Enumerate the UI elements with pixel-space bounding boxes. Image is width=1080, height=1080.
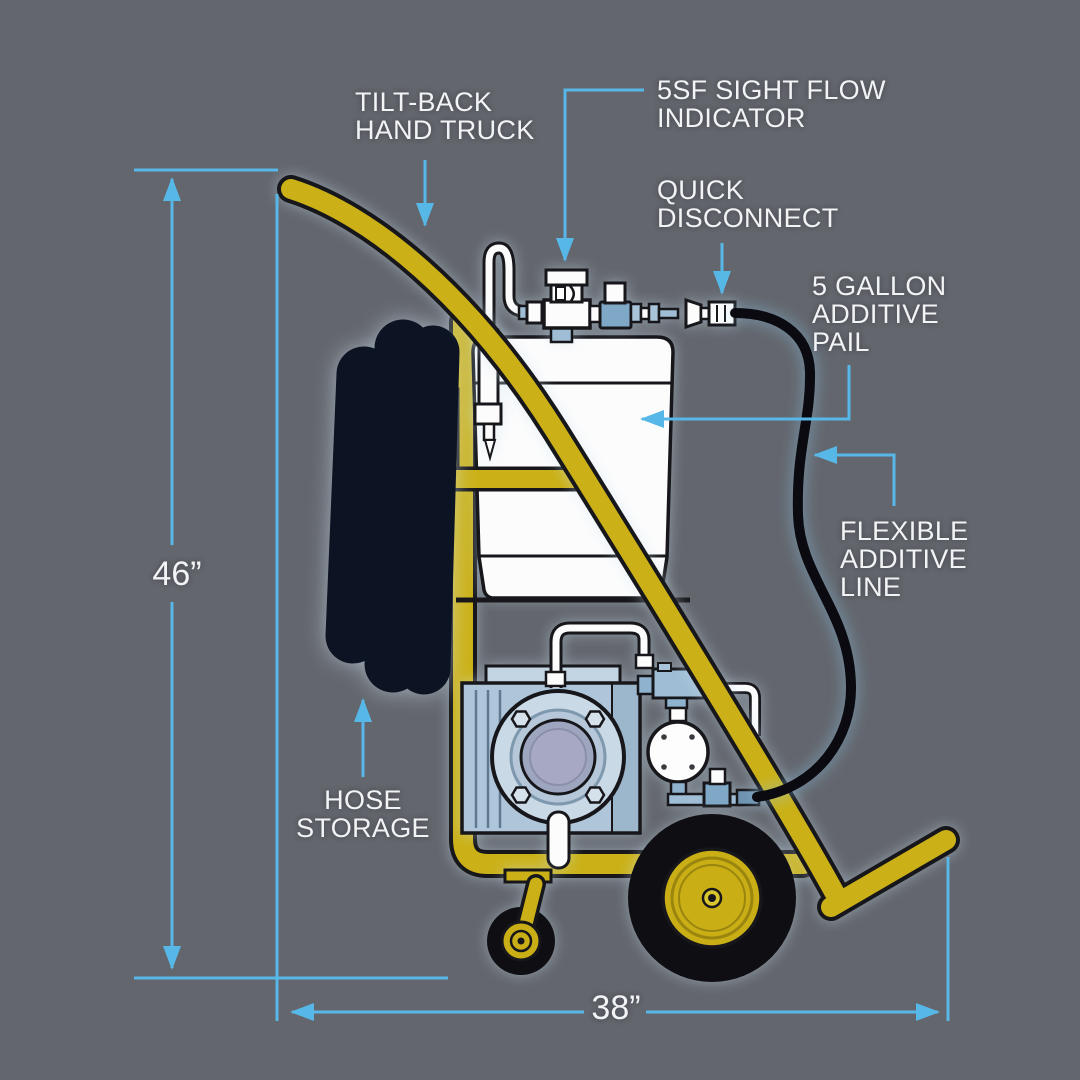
axle-dot [708, 894, 716, 902]
additive-pail-arrow [640, 365, 851, 428]
flexible-additive-hose [730, 308, 857, 802]
diaphragm-bolt [689, 734, 695, 740]
label-line: TILT-BACK [355, 87, 493, 117]
label-line: HOSE [324, 785, 402, 815]
drain-bowl [546, 810, 571, 870]
label-line: DISCONNECT [657, 203, 839, 233]
diaphragm-bolt [689, 764, 695, 770]
label-line: STORAGE [296, 813, 430, 843]
pipe-union [544, 670, 567, 688]
label-line: INDICATOR [657, 103, 806, 133]
sight-flow-arrow [556, 88, 644, 262]
suction-hose [485, 244, 525, 340]
hose-coil [325, 346, 392, 664]
manifold-tab [657, 662, 672, 672]
flexible-line-arrow [813, 446, 896, 506]
pipe-union [634, 653, 655, 670]
discharge-pipe [552, 624, 648, 688]
manifold-drop [664, 696, 689, 710]
sight-flow-cap [544, 268, 589, 287]
label-line: QUICK [657, 175, 745, 205]
inlet-union [525, 300, 544, 325]
label-line: FLEXIBLE [840, 516, 969, 546]
label-hose-storage: HOSE STORAGE [283, 786, 443, 842]
pipe-union [629, 302, 643, 324]
top-plumbing [517, 268, 737, 344]
qd-ridges [716, 305, 726, 322]
pump-sight-glass [490, 689, 626, 825]
hose-coil [397, 325, 460, 695]
label-line: HAND TRUCK [355, 115, 535, 145]
height-dimension-label: 46” [152, 555, 202, 593]
valve-cap [603, 281, 627, 305]
hub-ridge [670, 856, 754, 940]
label-flexible-additive-line: FLEXIBLE ADDITIVE LINE [840, 517, 968, 601]
caster-wheel [487, 868, 555, 975]
metering-valve [702, 781, 732, 808]
main-wheel [628, 814, 796, 982]
wand-tip [482, 422, 496, 442]
label-sight-flow-indicator: 5SF SIGHT FLOW INDICATOR [657, 76, 886, 132]
flex-hose-path [730, 308, 857, 802]
diaphragm-bolt [661, 734, 667, 740]
sight-flow-flapper [569, 285, 575, 302]
pipe-union [647, 302, 661, 324]
label-additive-pail: 5 GALLON ADDITIVE PAIL [812, 272, 946, 356]
quick-disconnect-fitting [684, 297, 737, 330]
valve-body [598, 300, 633, 330]
label-line: PAIL [812, 327, 870, 357]
wand-collar [473, 402, 503, 426]
manifold-union [668, 706, 688, 723]
label-line: 5SF SIGHT FLOW [657, 75, 886, 105]
sight-flow-indicator [542, 268, 592, 330]
label-line: LINE [840, 572, 902, 602]
flange-bolt [510, 786, 532, 804]
label-line: ADDITIVE [840, 544, 967, 574]
glass-window [529, 728, 587, 786]
handle-grip [821, 830, 956, 917]
frame-tube [453, 312, 813, 874]
bypass-pipe [714, 684, 759, 736]
hub-ridge [678, 864, 746, 932]
metering-valve-cap [708, 767, 727, 786]
qd-cone [684, 297, 703, 330]
hose-bundle [325, 319, 460, 695]
flange-bolt [584, 710, 606, 728]
shutoff-valve [598, 281, 633, 330]
label-tilt-back-hand-truck: TILT-BACK HAND TRUCK [355, 88, 535, 144]
flange-bolt [584, 786, 606, 804]
sight-flow-body [542, 298, 592, 330]
hand-truck-frame [449, 308, 817, 878]
label-line: ADDITIVE [812, 299, 939, 329]
suction-hose-outline [482, 241, 528, 343]
hose-coil [364, 319, 432, 693]
pump-assembly [460, 621, 761, 870]
label-line: 5 GALLON [812, 271, 947, 301]
wand-point [483, 439, 497, 462]
callout-lines [134, 88, 950, 1021]
diaphragm-pump [646, 720, 710, 784]
pipe-stub [657, 307, 680, 320]
flange-bolt [510, 710, 532, 728]
caster-axle-dot [517, 937, 525, 945]
diaphragm-disc [646, 720, 710, 784]
diaphragm-bolt [661, 764, 667, 770]
width-dimension-label: 38” [591, 989, 641, 1027]
label-quick-disconnect: QUICK DISCONNECT [657, 176, 839, 232]
sight-flow-tab [555, 286, 566, 301]
